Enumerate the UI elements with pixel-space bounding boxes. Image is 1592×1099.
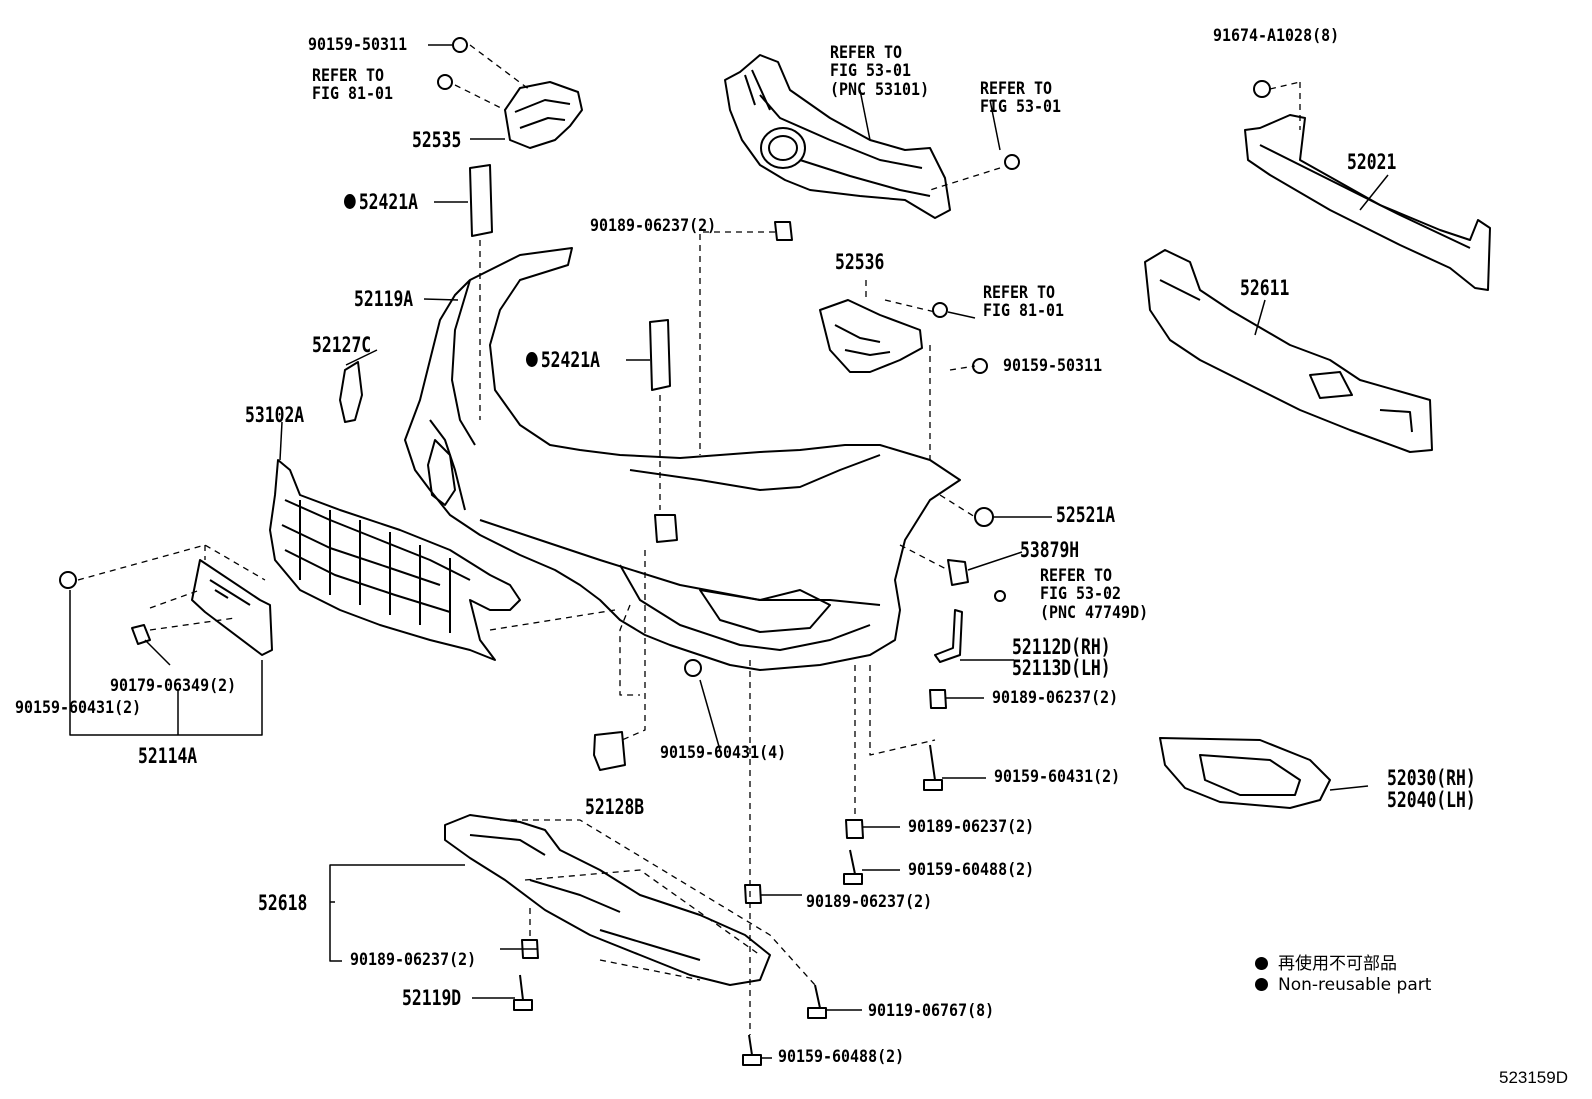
refer-fig-81-01-left: REFER TO FIG 81-01 xyxy=(312,67,393,104)
license-bracket-drawing xyxy=(191,559,273,656)
label-90159-50311-top: 90159-50311 xyxy=(308,35,408,55)
label-52611: 52611 xyxy=(1240,276,1290,300)
refer-line: REFER TO xyxy=(312,66,385,86)
label-90179-06349: 90179-06349(2) xyxy=(110,676,237,696)
refer-line: FIG 81-01 xyxy=(983,301,1065,322)
label-52119D: 52119D xyxy=(402,986,462,1010)
label-52521A: 52521A xyxy=(1056,503,1116,527)
refer-line: (PNC 53101) xyxy=(830,79,930,100)
label-52040-LH: 52040(LH) xyxy=(1387,788,1476,812)
label-52119A: 52119A xyxy=(354,287,414,311)
label-52113D-LH: 52113D(LH) xyxy=(1012,656,1111,680)
upper-grille-drawing xyxy=(724,54,951,219)
label-90159-60431-r: 90159-60431(2) xyxy=(994,767,1121,787)
label-90189-06237-r1: 90189-06237(2) xyxy=(992,688,1119,708)
legend-en: Non-reusable part xyxy=(1255,975,1431,995)
leader-lines xyxy=(69,44,1389,1059)
refer-line: FIG 81-01 xyxy=(312,84,394,105)
legend-en-text: Non-reusable part xyxy=(1278,975,1432,995)
label-52421A-center: 52421A xyxy=(526,350,600,371)
label-90189-06237-r2: 90189-06237(2) xyxy=(908,817,1035,837)
legend-dot xyxy=(1255,978,1268,991)
refer-fig-81-01-right: REFER TO FIG 81-01 xyxy=(983,284,1064,321)
label-90159-60488-r: 90159-60488(2) xyxy=(908,860,1035,880)
under-cover-52618-drawing xyxy=(444,814,771,986)
refer-line: REFER TO xyxy=(980,79,1053,99)
retainer-52535-drawing xyxy=(504,81,583,149)
label-90159-50311-right: 90159-50311 xyxy=(1003,356,1103,376)
nut-90179-drawing xyxy=(131,624,151,645)
legend-dot xyxy=(1255,957,1268,970)
legend-jp: 再使用不可部品 xyxy=(1255,949,1397,974)
refer-fig-53-01-grille: REFER TO FIG 53-01 (PNC 53101) xyxy=(830,44,929,99)
label-52128B: 52128B xyxy=(585,795,645,819)
label-91674-A1028: 91674-A1028(8) xyxy=(1213,26,1340,46)
label-90159-60431-left: 90159-60431(2) xyxy=(15,698,142,718)
bumper-cover-drawing xyxy=(404,247,961,671)
bracket-52112D-drawing xyxy=(934,609,963,663)
label-52535: 52535 xyxy=(412,128,462,152)
absorber-52611-drawing xyxy=(1144,249,1433,453)
pad-52421A-upper xyxy=(469,164,493,237)
refer-fig-53-01-right: REFER TO FIG 53-01 xyxy=(980,80,1061,117)
label-90159-60431-4: 90159-60431(4) xyxy=(660,743,787,763)
label-52021: 52021 xyxy=(1347,150,1397,174)
refer-fig-53-02: REFER TO FIG 53-02 (PNC 47749D) xyxy=(1040,567,1148,622)
fog-cover-drawing xyxy=(1159,737,1331,809)
cover-52128B-drawing xyxy=(593,731,626,771)
fasteners xyxy=(59,37,1271,1066)
label-90189-06237-left: 90189-06237(2) xyxy=(350,950,477,970)
refer-line: REFER TO xyxy=(830,43,903,63)
label-53879H: 53879H xyxy=(1020,538,1080,562)
non-reusable-dot xyxy=(344,194,356,209)
diagram-code: 523159D xyxy=(1498,1068,1568,1087)
reinforcement-52021-drawing xyxy=(1244,114,1491,291)
retainer-52536-drawing xyxy=(819,299,923,373)
legend-jp-text: 再使用不可部品 xyxy=(1278,954,1397,974)
label-90189-06237-r3: 90189-06237(2) xyxy=(806,892,933,912)
label-52536: 52536 xyxy=(835,250,885,274)
dashed-lines xyxy=(77,44,1301,1035)
refer-line: FIG 53-02 xyxy=(1040,584,1122,605)
refer-line: REFER TO xyxy=(983,283,1056,303)
non-reusable-dot xyxy=(526,352,538,367)
label-52421A-upper: 52421A xyxy=(344,192,418,213)
cap-52127C-drawing xyxy=(339,361,363,423)
refer-line: (PNC 47749D) xyxy=(1040,602,1149,623)
refer-line: FIG 53-01 xyxy=(830,61,912,82)
label-52030-RH: 52030(RH) xyxy=(1387,766,1476,790)
label-90189-06237-top: 90189-06237(2) xyxy=(590,216,717,236)
label-90119-06767: 90119-06767(8) xyxy=(868,1001,995,1021)
label-52114A: 52114A xyxy=(138,744,198,768)
label-52421A-center-text: 52421A xyxy=(540,348,600,372)
label-53102A: 53102A xyxy=(245,403,305,427)
lower-grille-drawing xyxy=(269,459,521,661)
label-90159-60488-bottom: 90159-60488(2) xyxy=(778,1047,905,1067)
label-52112D-RH: 52112D(RH) xyxy=(1012,635,1111,659)
label-52618: 52618 xyxy=(258,891,308,915)
label-52421A-upper-text: 52421A xyxy=(358,190,418,214)
pad-52421A-center xyxy=(649,319,671,391)
refer-line: REFER TO xyxy=(1040,566,1113,586)
refer-line: FIG 53-01 xyxy=(980,97,1062,118)
label-52127C: 52127C xyxy=(312,333,372,357)
